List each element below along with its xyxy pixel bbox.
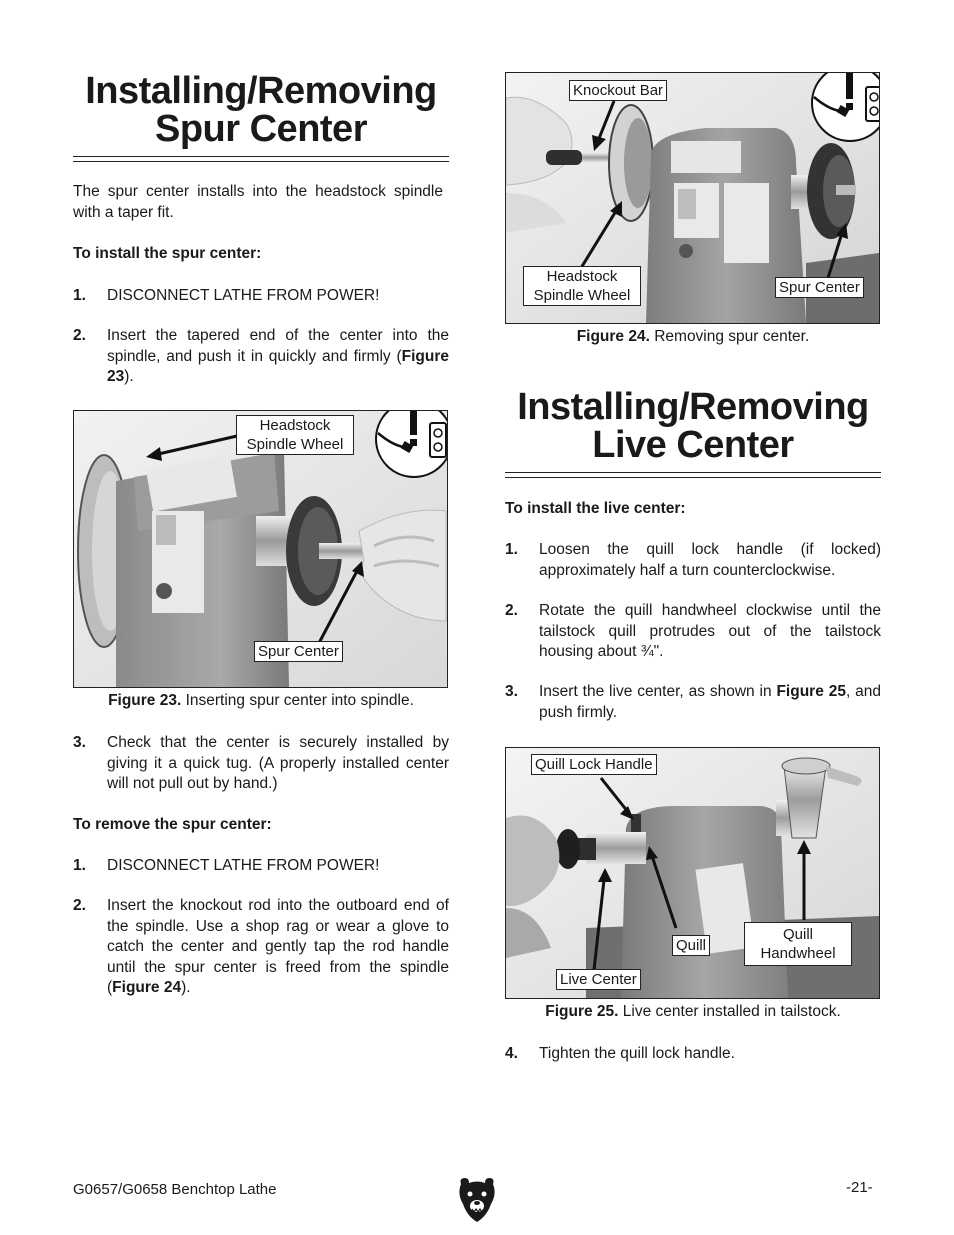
- live-step-4: 4. Tighten the quill lock handle.: [505, 1045, 735, 1062]
- figure-reference: Figure 23: [107, 347, 449, 386]
- footer-model: G0657/G0658 Benchtop Lathe: [73, 1181, 277, 1198]
- figure-25: Quill Lock Handle Quill Quill Handwheel …: [505, 747, 880, 999]
- install-spur-heading: To install the spur center:: [73, 245, 262, 262]
- title-rule: [73, 156, 449, 162]
- live-step-3: 3. Insert the live center, as shown in F…: [505, 683, 881, 721]
- callout-quill-handwheel: Quill Handwheel: [744, 922, 852, 966]
- spur-center-title: Installing/Removing Spur Center: [85, 70, 437, 150]
- callout-live-center: Live Center: [556, 969, 641, 990]
- figure-reference: Figure 24: [112, 979, 182, 996]
- install-step-3: 3. Check that the center is securely ins…: [73, 734, 449, 792]
- figure-25-caption: Figure 25. Live center installed in tail…: [545, 1003, 841, 1020]
- figure-24-caption: Figure 24. Removing spur center.: [576, 328, 810, 345]
- live-center-title: Installing/Removing Live Center: [517, 386, 869, 466]
- callout-spur-center: Spur Center: [775, 277, 864, 298]
- install-step-1: 1. DISCONNECT LATHE FROM POWER!: [73, 287, 380, 304]
- callout-headstock-spindle-wheel: Headstock Spindle Wheel: [523, 266, 641, 306]
- callout-quill-lock-handle: Quill Lock Handle: [531, 754, 657, 775]
- callout-quill: Quill: [672, 935, 711, 956]
- callout-headstock-spindle-wheel: Headstock Spindle Wheel: [236, 415, 354, 455]
- grizzly-bear-logo-icon: [457, 1176, 497, 1229]
- page-number: -21-: [846, 1179, 873, 1196]
- callout-knockout-bar: Knockout Bar: [569, 80, 668, 101]
- remove-step-1: 1. DISCONNECT LATHE FROM POWER!: [73, 857, 380, 874]
- title-rule: [505, 472, 881, 478]
- callout-spur-center: Spur Center: [254, 641, 343, 662]
- figure-24: Knockout Bar Headstock Spindle Wheel Spu…: [505, 72, 880, 324]
- disconnect-power-warning-icon: [808, 73, 879, 145]
- figure-23-caption: Figure 23. Inserting spur center into sp…: [108, 692, 414, 709]
- remove-step-2: 2. Insert the knockout rod into the outb…: [73, 897, 449, 996]
- figure-23: Headstock Spindle Wheel Spur Center: [73, 410, 448, 688]
- live-step-1: 1. Loosen the quill lock handle (if lock…: [505, 541, 881, 579]
- install-live-heading: To install the live center:: [505, 500, 686, 517]
- disconnect-power-warning-icon: [372, 411, 447, 481]
- remove-spur-heading: To remove the spur center:: [73, 816, 272, 833]
- live-step-2: 2. Rotate the quill handwheel clockwise …: [505, 602, 881, 660]
- install-step-2: 2. Insert the tapered end of the center …: [73, 327, 449, 386]
- intro-paragraph: The spur center installs into the headst…: [73, 183, 443, 221]
- figure-reference: Figure 25: [776, 683, 846, 700]
